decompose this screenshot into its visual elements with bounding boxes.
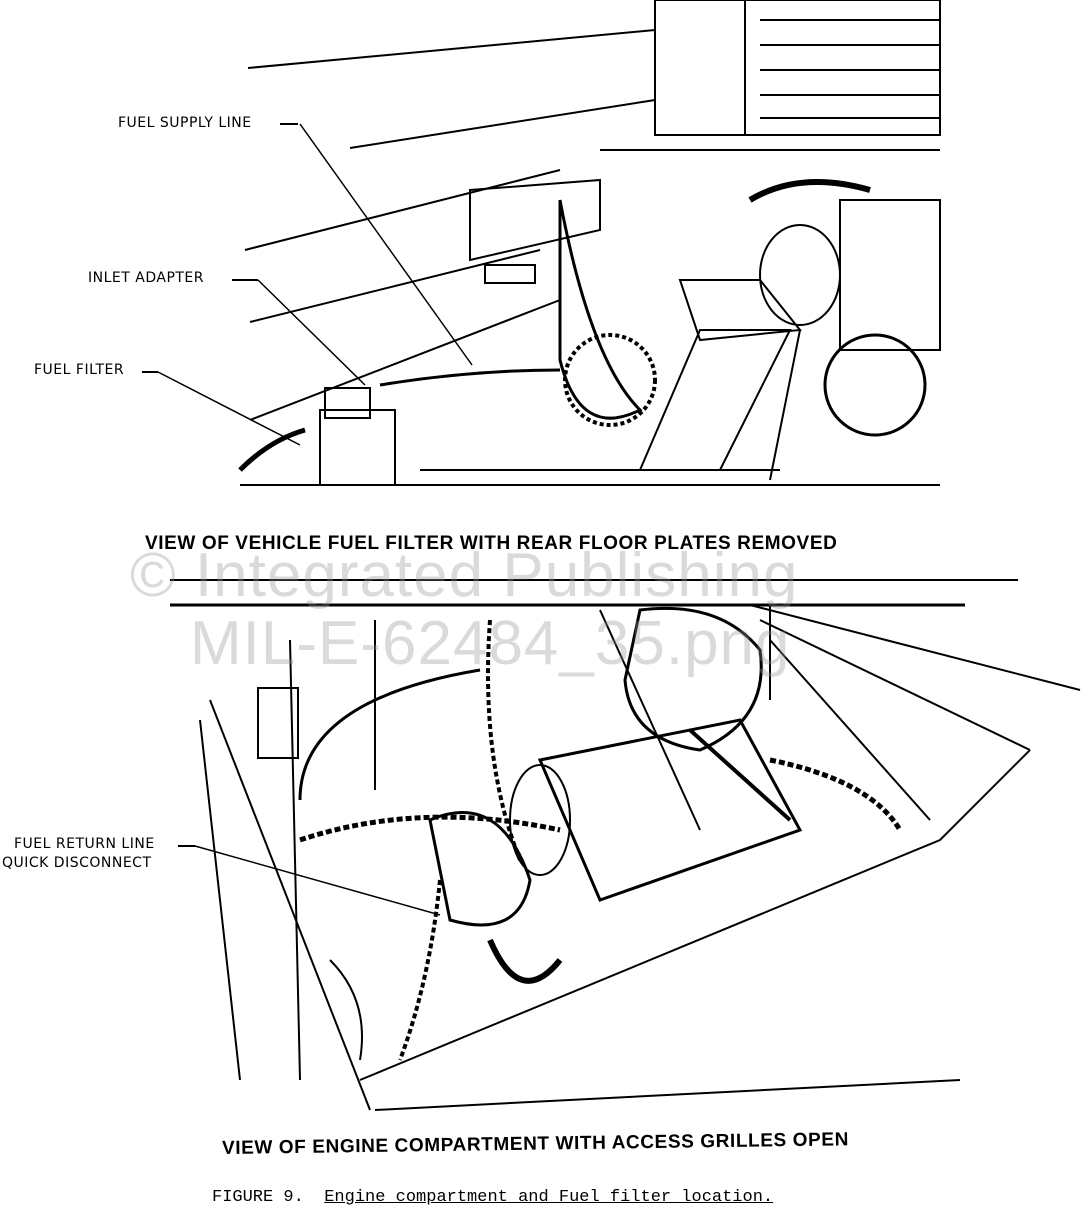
callout-quick-disconnect: QUICK DISCONNECT (2, 855, 152, 871)
figure-caption-text: Engine compartment and Fuel filter locat… (324, 1188, 774, 1207)
top-view-title: VIEW OF VEHICLE FUEL FILTER WITH REAR FL… (145, 533, 838, 554)
figure-number: FIGURE 9. (212, 1188, 304, 1207)
callout-inlet-adapter: INLET ADAPTER (88, 270, 205, 286)
figure-caption: FIGURE 9. Engine compartment and Fuel fi… (212, 1188, 773, 1207)
watermark-line1: © Integrated Publishing (130, 541, 799, 610)
bottom-view-drawing (178, 604, 1081, 1111)
callout-fuel-return-line: FUEL RETURN LINE (14, 836, 155, 852)
callout-fuel-filter: FUEL FILTER (34, 362, 125, 378)
top-view-drawing (142, 0, 1018, 607)
callout-fuel-supply-line: FUEL SUPPLY LINE (118, 115, 252, 131)
watermark-line2: MIL-E-62484_35.png (190, 609, 791, 678)
